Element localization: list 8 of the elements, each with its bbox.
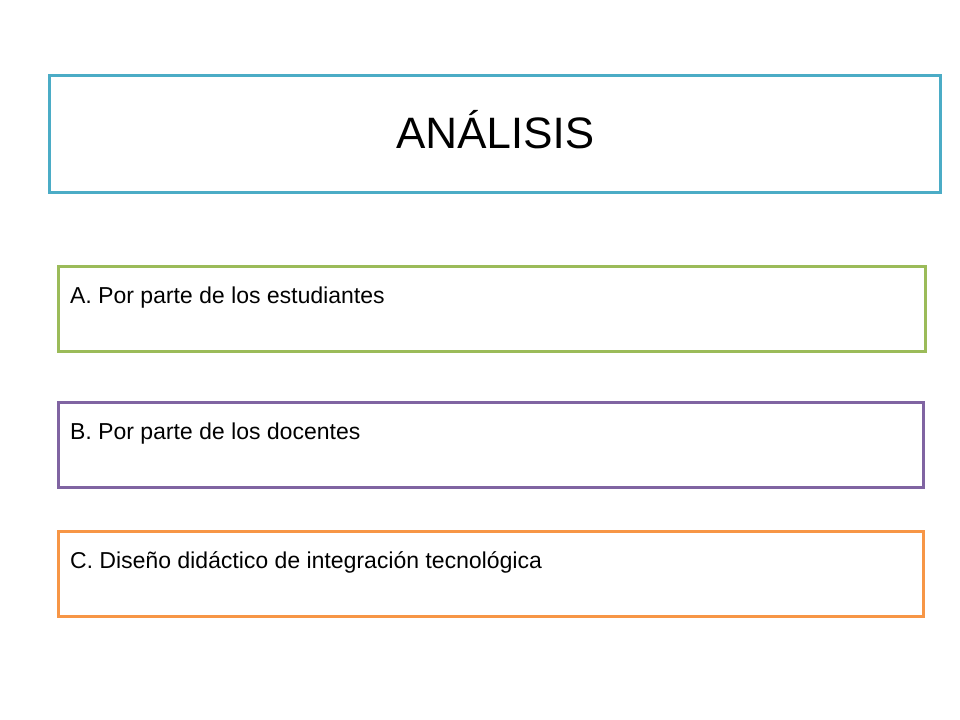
text-box [57,530,925,618]
item-text: A. Por parte de los estudiantes [70,281,385,310]
heading-box [48,74,942,194]
heading-text: ANÁLISIS [396,108,594,160]
text-box [57,401,925,489]
text-box [57,265,927,353]
item-text: C. Diseño didáctico de integración tecnológica [70,546,542,575]
item-text: B. Por parte de los docentes [70,417,360,446]
